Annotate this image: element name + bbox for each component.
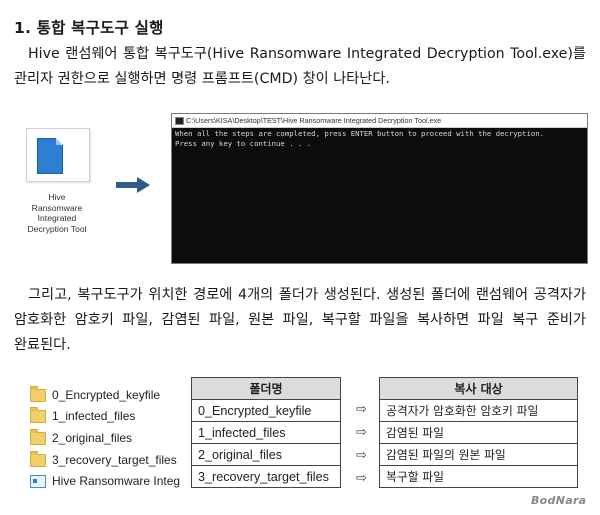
arrow-symbol: ⇨: [356, 425, 367, 440]
table-cell: 복구할 파일: [379, 465, 578, 488]
table-cell: 0_Encrypted_keyfile: [191, 399, 341, 422]
console-output: When all the steps are completed, press …: [172, 128, 587, 150]
file-name: 2_original_files: [52, 431, 133, 445]
app-icon-label: Hive Ransomware Integrated Decryption To…: [14, 192, 100, 234]
console-title: C:\Users\KISA\Desktop\TEST\Hive Ransomwa…: [186, 116, 442, 125]
table-cell: 1_infected_files: [191, 421, 341, 444]
arrow-symbol: ⇨: [356, 448, 367, 463]
table-header: 폴더명: [191, 377, 341, 400]
folder-icon: [30, 428, 46, 445]
arrow-symbol: ⇨: [356, 402, 367, 417]
folder-icon: [30, 406, 46, 423]
cmd-icon: [175, 117, 184, 125]
executable-file-icon: [30, 474, 46, 488]
file-name: 0_Encrypted_keyfile: [52, 388, 161, 402]
console-line: When all the steps are completed, press …: [175, 129, 545, 138]
app-label-line: Decryption Tool: [27, 223, 87, 234]
app-label-line: Ransomware: [31, 202, 83, 213]
table-cell: 3_recovery_target_files: [191, 465, 341, 488]
console-titlebar: C:\Users\KISA\Desktop\TEST\Hive Ransomwa…: [172, 114, 587, 128]
intro-paragraph: Hive 랜섬웨어 통합 복구도구(Hive Ransomware Integr…: [14, 46, 586, 87]
folder-name-table: 폴더명 0_Encrypted_keyfile 1_infected_files…: [191, 377, 341, 488]
list-item[interactable]: 0_Encrypted_keyfile: [30, 385, 161, 404]
file-name: Hive Ransomware Integ: [52, 474, 181, 488]
app-label-line: Hive: [48, 192, 66, 202]
watermark-logo: BodNara: [531, 494, 587, 507]
table-cell: 공격자가 암호화한 암호키 파일: [379, 399, 578, 422]
file-name: 1_infected_files: [52, 409, 136, 423]
executable-file-icon: [37, 138, 63, 174]
right-arrow-icon: [116, 177, 150, 193]
folder-icon: [30, 450, 46, 467]
table-cell: 감염된 파일의 원본 파일: [379, 443, 578, 466]
folder-icon: [30, 385, 46, 402]
cmd-console-window: C:\Users\KISA\Desktop\TEST\Hive Ransomwa…: [171, 113, 588, 264]
list-item[interactable]: 3_recovery_target_files: [30, 450, 177, 469]
file-name: 3_recovery_target_files: [52, 453, 177, 467]
copy-target-table: 복사 대상 공격자가 암호화한 암호키 파일 감염된 파일 감염된 파일의 원본…: [379, 377, 578, 488]
table-header: 복사 대상: [379, 377, 578, 400]
list-item[interactable]: 2_original_files: [30, 428, 133, 447]
table-cell: 2_original_files: [191, 443, 341, 466]
console-line: Press any key to continue . . .: [175, 139, 312, 148]
table-cell: 감염된 파일: [379, 421, 578, 444]
list-item[interactable]: Hive Ransomware Integ: [30, 472, 180, 490]
app-icon-thumbnail: [26, 128, 90, 182]
arrow-symbol: ⇨: [356, 471, 367, 486]
list-item[interactable]: 1_infected_files: [30, 406, 136, 425]
section-heading: 1. 통합 복구도구 실행: [14, 19, 164, 37]
folders-paragraph: 그리고, 복구도구가 위치한 경로에 4개의 폴더가 생성된다. 생성된 폴더에…: [14, 287, 586, 353]
app-label-line: Integrated: [37, 213, 77, 223]
